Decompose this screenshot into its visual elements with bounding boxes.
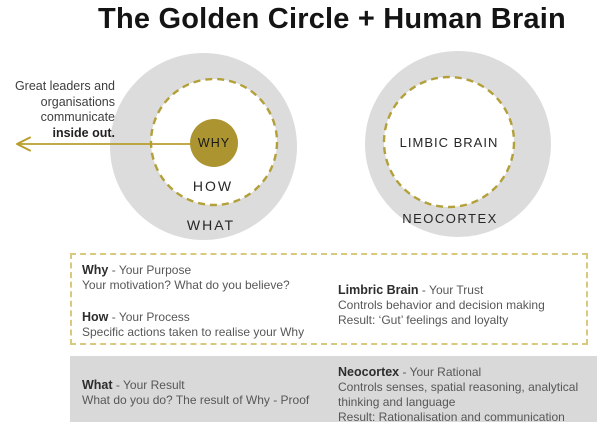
legend-role-neocortex: - Your Rational bbox=[402, 365, 482, 379]
neocortex-label: NEOCORTEX bbox=[402, 211, 498, 226]
inside-out-arrow-head-icon bbox=[16, 136, 31, 152]
what-label: WHAT bbox=[186, 217, 236, 233]
annotation-line-3: communicate bbox=[40, 110, 115, 124]
legend-column-what: What - Your Result What do you do? The r… bbox=[82, 378, 332, 408]
inside-out-annotation: Great leaders and organisations communic… bbox=[0, 79, 115, 141]
legend-head-neocortex: Neocortex - Your Rational bbox=[338, 365, 594, 380]
legend-role-why: - Your Purpose bbox=[111, 263, 192, 277]
legend-entry-neocortex: Neocortex - Your Rational Controls sense… bbox=[338, 365, 594, 425]
legend-column-why-how: Why - Your Purpose Your motivation? What… bbox=[82, 263, 332, 340]
legend-term-how: How bbox=[82, 310, 109, 324]
legend-result-limbric: Result: ‘Gut’ feelings and loyalty bbox=[338, 313, 509, 327]
legend-head-how: How - Your Process bbox=[82, 310, 332, 325]
annotation-line-2: organisations bbox=[40, 94, 115, 109]
annotation-line-1: Great leaders and bbox=[14, 79, 115, 93]
legend-column-neocortex: Neocortex - Your Rational Controls sense… bbox=[338, 365, 594, 425]
legend-role-what: - Your Result bbox=[115, 378, 185, 392]
page-title: The Golden Circle + Human Brain bbox=[98, 3, 566, 35]
legend-entry-limbric: Limbric Brain - Your Trust Controls beha… bbox=[338, 283, 590, 328]
legend-head-what: What - Your Result bbox=[82, 378, 332, 393]
legend-term-neocortex: Neocortex bbox=[338, 365, 400, 379]
legend-term-what: What bbox=[82, 378, 113, 392]
why-label: WHY bbox=[197, 136, 231, 150]
legend-desc-why: Your motivation? What do you believe? bbox=[82, 278, 290, 292]
brain-circle-inner-ring bbox=[382, 75, 516, 209]
legend-desc-limbric: Controls behavior and decision making bbox=[338, 298, 545, 312]
limbic-brain-label: LIMBIC BRAIN bbox=[399, 135, 499, 150]
legend-head-why: Why - Your Purpose bbox=[82, 263, 332, 278]
legend-term-why: Why bbox=[82, 263, 109, 277]
legend-role-limbric: - Your Trust bbox=[421, 283, 484, 297]
legend-desc-neocortex: Controls senses, spatial reasoning, anal… bbox=[338, 380, 579, 409]
legend-column-limbric: Limbric Brain - Your Trust Controls beha… bbox=[338, 283, 590, 328]
annotation-emphasis: inside out. bbox=[52, 125, 116, 140]
legend-desc-how: Specific actions taken to realise your W… bbox=[82, 325, 305, 339]
legend-result-neocortex: Result: Rationalisation and communicatio… bbox=[338, 410, 565, 424]
legend-entry-what: What - Your Result What do you do? The r… bbox=[82, 378, 332, 408]
legend-entry-how: How - Your Process Specific actions take… bbox=[82, 310, 332, 340]
legend-desc-what: What do you do? The result of Why - Proo… bbox=[82, 393, 310, 407]
legend-entry-why: Why - Your Purpose Your motivation? What… bbox=[82, 263, 332, 293]
legend-head-limbric: Limbric Brain - Your Trust bbox=[338, 283, 590, 298]
legend-box-results: What - Your Result What do you do? The r… bbox=[70, 356, 597, 425]
legend-term-limbric: Limbric Brain bbox=[338, 283, 419, 297]
why-disc bbox=[190, 119, 238, 167]
legend-role-how: - Your Process bbox=[111, 310, 190, 324]
legend-box-golden-circle: Why - Your Purpose Your motivation? What… bbox=[70, 253, 588, 345]
how-label: HOW bbox=[192, 178, 234, 194]
